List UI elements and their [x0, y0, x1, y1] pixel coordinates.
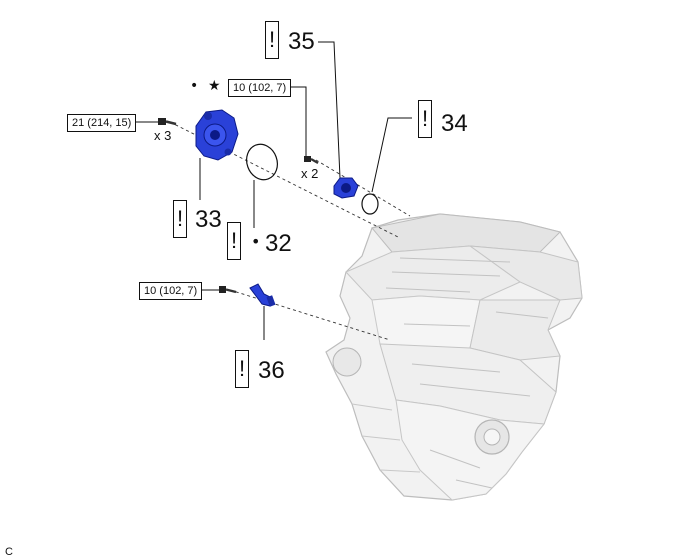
o-ring-34 — [361, 193, 379, 215]
torque-spec-10-upper: 10 (102, 7) — [228, 79, 292, 97]
bullet-dot-icon: • — [190, 78, 199, 94]
callout-33: 33 — [195, 206, 222, 233]
thermostat-valve-35 — [333, 177, 359, 199]
torque-spec-10-lower: 10 (102, 7) — [139, 282, 203, 300]
leader-lines — [136, 41, 412, 340]
bolt-21 — [158, 118, 177, 126]
caution-icon-34: ! — [418, 100, 432, 138]
quantity-x2: x 2 — [301, 166, 319, 181]
quantity-x3: x 3 — [154, 128, 172, 143]
corner-code: C — [5, 546, 13, 558]
callout-36: 36 — [258, 357, 285, 384]
caution-icon-36: ! — [235, 350, 249, 388]
sensor-36 — [249, 283, 276, 307]
caution-icon-32: ! — [227, 222, 241, 260]
star-icon: ★ — [208, 78, 221, 94]
torque-spec-21: 21 (214, 15) — [67, 114, 137, 132]
caution-icon-33: ! — [173, 200, 187, 238]
bullet-dot-32-icon: • — [251, 232, 261, 251]
bolt-10-lower — [219, 286, 237, 294]
callout-32: 32 — [265, 230, 292, 257]
callout-34: 34 — [441, 110, 468, 137]
callout-35: 35 — [288, 28, 315, 55]
bolt-10-upper — [304, 156, 319, 164]
water-inlet-housing-33 — [195, 109, 239, 161]
engine-assembly — [325, 213, 583, 501]
gasket-32 — [246, 143, 278, 181]
caution-icon-35: ! — [265, 21, 279, 59]
